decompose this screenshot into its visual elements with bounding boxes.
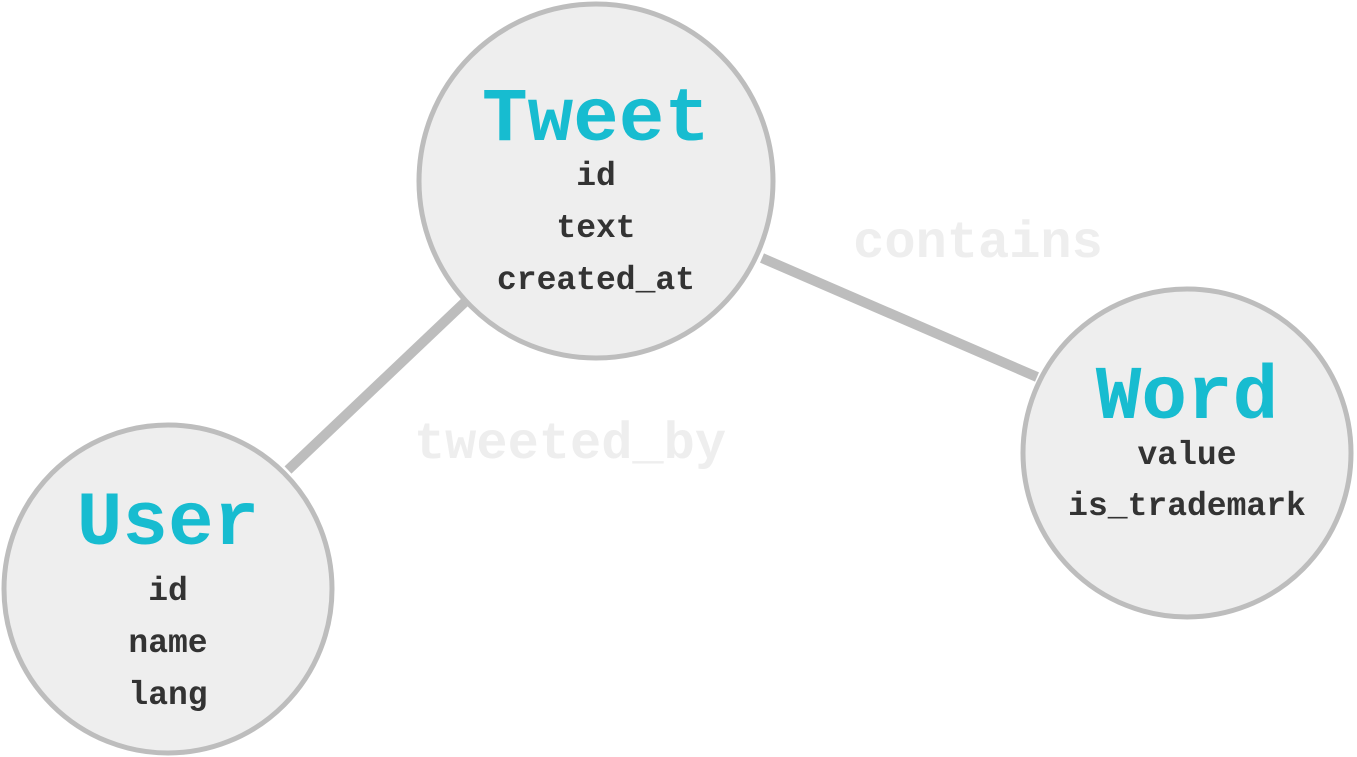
node-tweet-prop-created-at: created_at	[497, 262, 695, 299]
edge-label-contains: contains	[853, 214, 1103, 273]
node-user-prop-name: name	[128, 625, 207, 662]
edge-contains: contains	[760, 214, 1103, 382]
node-tweet-prop-text: text	[556, 210, 635, 247]
node-tweet-circle	[416, 1, 776, 361]
node-user-prop-id: id	[148, 573, 188, 610]
node-word-circle	[1020, 286, 1354, 620]
node-word-prop-value: value	[1137, 437, 1236, 474]
node-word[interactable]: Word value is_trademark	[1020, 286, 1354, 620]
edge-tweeted-by: tweeted_by	[284, 298, 726, 474]
node-word-title: Word	[1096, 355, 1278, 441]
node-tweet-prop-id: id	[576, 158, 616, 195]
node-tweet-title: Tweet	[482, 77, 710, 163]
node-user[interactable]: User id name lang	[1, 422, 335, 756]
edge-label-tweeted-by: tweeted_by	[414, 415, 726, 474]
node-user-title: User	[77, 481, 259, 567]
node-word-prop-is-trademark: is_trademark	[1068, 488, 1306, 525]
edge-line-contains	[760, 253, 1039, 382]
node-tweet[interactable]: Tweet id text created_at	[416, 1, 776, 361]
edge-line-tweeted-by	[284, 298, 469, 474]
node-user-prop-lang: lang	[128, 677, 207, 714]
node-user-circle	[1, 422, 335, 756]
